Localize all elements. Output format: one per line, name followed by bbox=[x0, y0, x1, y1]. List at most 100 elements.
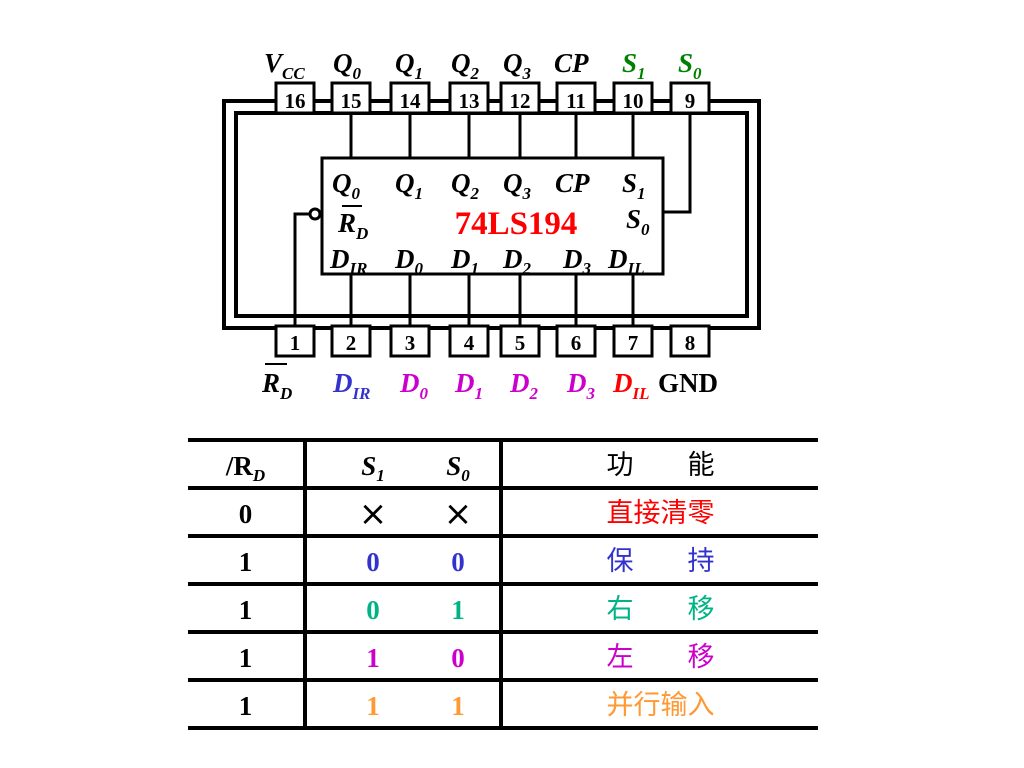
bottom-pin-box bbox=[389, 324, 431, 358]
gnd-label: GND bbox=[658, 368, 718, 398]
bottom-signal-label: D3 bbox=[566, 368, 596, 403]
cell-rd: 1 bbox=[238, 595, 253, 625]
top-signal-label-main: S bbox=[622, 48, 637, 78]
cell-rd: 0 bbox=[238, 499, 253, 529]
bottom-signal-label-main: D bbox=[509, 368, 530, 398]
cell-rd: 1 bbox=[238, 691, 253, 721]
inner-rd-label: RD bbox=[337, 208, 368, 243]
top-signal-label: Q1 bbox=[395, 48, 423, 83]
top-signal-label-main: S bbox=[678, 48, 693, 78]
rd-inversion-bubble bbox=[308, 207, 322, 221]
inner-top-label-main: Q bbox=[451, 168, 471, 198]
bottom-pin-number: 6 bbox=[571, 331, 582, 355]
cell-s0: × bbox=[443, 494, 473, 534]
cell-s0: 1 bbox=[451, 595, 465, 625]
inner-bottom-label: D0 bbox=[394, 244, 424, 278]
top-signal-label-main: V bbox=[264, 48, 284, 78]
bottom-signal-label-sub: IR bbox=[352, 384, 371, 403]
top-pin-box bbox=[389, 81, 431, 115]
bottom-pin-number: 8 bbox=[685, 331, 696, 355]
header-rd-main: /R bbox=[225, 451, 253, 481]
bottom-pin-box bbox=[330, 324, 372, 358]
bottom-signal-label-sub: D bbox=[279, 384, 292, 403]
top-pin-box bbox=[448, 81, 490, 115]
header-s0: S0 bbox=[420, 442, 496, 490]
inner-bottom-label-main: D bbox=[502, 244, 523, 274]
top-pin-box bbox=[669, 81, 711, 115]
cell-s1: 1 bbox=[366, 643, 380, 673]
header-s1-main: S bbox=[361, 451, 377, 481]
inner-top-label-sub: 0 bbox=[352, 184, 361, 203]
top-signal-label: CP bbox=[554, 48, 589, 78]
top-pin-box bbox=[555, 81, 597, 115]
top-pin-number: 12 bbox=[510, 89, 531, 113]
top-signal-label-main: CP bbox=[554, 48, 589, 78]
inner-bottom-label-main: D bbox=[562, 244, 583, 274]
chip-block bbox=[320, 156, 665, 276]
inner-bottom-label: D2 bbox=[502, 244, 532, 278]
bottom-signal-label-main: D bbox=[612, 368, 633, 398]
table-header-row: /RD S1 S0 功 能 bbox=[188, 442, 818, 490]
top-pin-number: 15 bbox=[341, 89, 362, 113]
inner-bottom-label-main: D bbox=[450, 244, 471, 274]
inner-bottom-label-sub: IR bbox=[349, 259, 368, 278]
top-signal-label-sub: 1 bbox=[415, 64, 424, 83]
top-pin-number: 16 bbox=[285, 89, 306, 113]
top-pin-number: 11 bbox=[566, 89, 586, 113]
bottom-pin-number: 5 bbox=[515, 331, 526, 355]
top-signal-label: S0 bbox=[678, 48, 702, 83]
top-signal-label-main: Q bbox=[503, 48, 523, 78]
table-rule bbox=[188, 582, 818, 586]
inner-top-label-sub: 3 bbox=[522, 184, 532, 203]
table-divider bbox=[303, 438, 307, 730]
inner-bottom-label-main: D bbox=[329, 244, 350, 274]
bottom-signal-label: RD bbox=[261, 368, 292, 403]
chip-name: 74LS194 bbox=[455, 206, 578, 242]
bottom-signal-label-sub: 0 bbox=[420, 384, 429, 403]
bottom-signal-label: D2 bbox=[509, 368, 539, 403]
cell-s0: 0 bbox=[451, 643, 465, 673]
bottom-signal-label: DIL bbox=[612, 368, 650, 403]
top-signal-label: S1 bbox=[622, 48, 646, 83]
top-signal-label: Q0 bbox=[333, 48, 362, 83]
top-signal-label-sub: 1 bbox=[637, 64, 646, 83]
inner-top-label-sub: 2 bbox=[470, 184, 480, 203]
top-signal-label: Q2 bbox=[451, 48, 480, 83]
top-signal-label-sub: 0 bbox=[693, 64, 702, 83]
bottom-signal-label-sub: IL bbox=[632, 384, 650, 403]
table-row: 0××直接清零 bbox=[188, 490, 818, 538]
header-rd-sub: D bbox=[252, 466, 266, 485]
bottom-signal-label-sub: 3 bbox=[586, 384, 596, 403]
bottom-pin-number: 4 bbox=[464, 331, 475, 355]
top-pin-box bbox=[330, 81, 372, 115]
inner-top-label-main: CP bbox=[555, 168, 590, 198]
bottom-signal-label-sub: 2 bbox=[529, 384, 539, 403]
header-s0-sub: 0 bbox=[461, 466, 470, 485]
bottom-signal-label: D1 bbox=[454, 368, 483, 403]
inner-bottom-label-sub: 0 bbox=[415, 259, 424, 278]
bottom-signal-label-sub: 1 bbox=[475, 384, 484, 403]
inner-top-label-sub: 1 bbox=[415, 184, 424, 203]
inner-bottom-label-sub: 3 bbox=[582, 259, 592, 278]
top-signal-label: Q3 bbox=[503, 48, 532, 83]
inner-top-label-main: Q bbox=[332, 168, 352, 198]
bottom-pin-box bbox=[274, 324, 316, 358]
bottom-signal-label: D0 bbox=[399, 368, 429, 403]
inner-bottom-label: D1 bbox=[450, 244, 479, 278]
table-rule bbox=[188, 678, 818, 682]
inner-top-label: Q1 bbox=[395, 168, 423, 203]
header-function: 功 能 bbox=[606, 450, 715, 481]
inner-s0-label: S0 bbox=[626, 204, 650, 239]
top-signal-label-sub: 0 bbox=[353, 64, 362, 83]
top-signal-label-sub: CC bbox=[282, 64, 305, 83]
header-rd: /RD bbox=[188, 442, 303, 490]
inner-s0-label-main: S bbox=[626, 204, 641, 234]
